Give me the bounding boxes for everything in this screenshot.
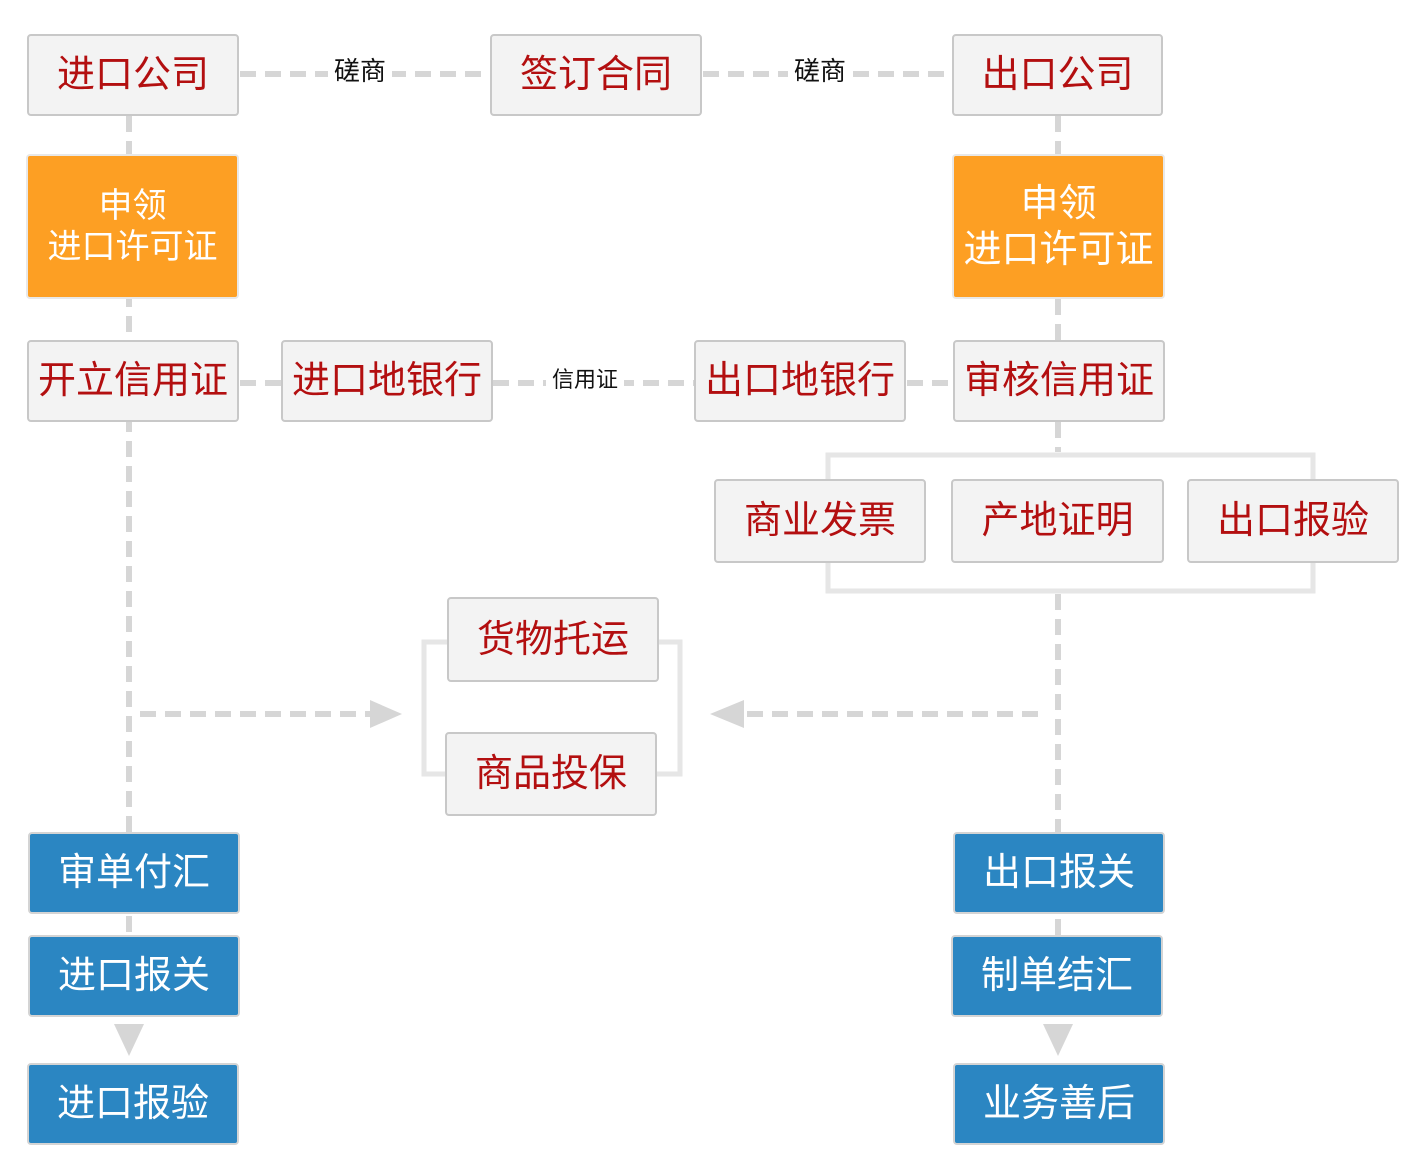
edge-label-letter-of-credit: 信用证 — [546, 368, 625, 395]
node-import-license-left-line2: 进口许可证 — [47, 226, 218, 267]
node-import-inspection: 进口报验 — [27, 1063, 239, 1145]
node-review-lc: 审核信用证 — [953, 340, 1165, 422]
node-import-bank: 进口地银行 — [281, 340, 493, 422]
arrowhead-right-to-shipment — [710, 700, 744, 728]
node-review-and-pay: 审单付汇 — [28, 832, 240, 914]
node-export-company: 出口公司 — [952, 34, 1163, 116]
edge-label-negotiate-left: 磋商 — [328, 57, 393, 89]
node-documents-settlement: 制单结汇 — [951, 935, 1163, 1017]
node-import-license-right-line1: 申领 — [1020, 180, 1097, 225]
node-sign-contract: 签订合同 — [490, 34, 702, 116]
node-export-customs: 出口报关 — [953, 832, 1165, 914]
node-open-lc: 开立信用证 — [27, 340, 239, 422]
node-export-bank: 出口地银行 — [694, 340, 906, 422]
node-import-license-right: 申领 进口许可证 — [952, 154, 1165, 299]
node-import-license-left: 申领 进口许可证 — [26, 154, 239, 299]
node-after-service: 业务善后 — [953, 1063, 1165, 1145]
node-export-inspection: 出口报验 — [1187, 479, 1399, 563]
node-cargo-shipment: 货物托运 — [447, 597, 659, 682]
node-import-company: 进口公司 — [27, 34, 239, 116]
arrowhead-documents-down — [1043, 1024, 1073, 1056]
node-goods-insurance: 商品投保 — [445, 732, 657, 816]
arrowhead-import-customs-down — [114, 1024, 144, 1056]
node-commercial-invoice: 商业发票 — [714, 479, 926, 563]
node-import-license-right-line2: 进口许可证 — [963, 226, 1154, 271]
node-certificate-of-origin: 产地证明 — [951, 479, 1164, 563]
arrowhead-left-to-shipment — [370, 700, 402, 728]
node-import-license-left-line1: 申领 — [98, 185, 167, 226]
node-import-customs: 进口报关 — [28, 935, 240, 1017]
edge-label-negotiate-right: 磋商 — [788, 57, 853, 89]
